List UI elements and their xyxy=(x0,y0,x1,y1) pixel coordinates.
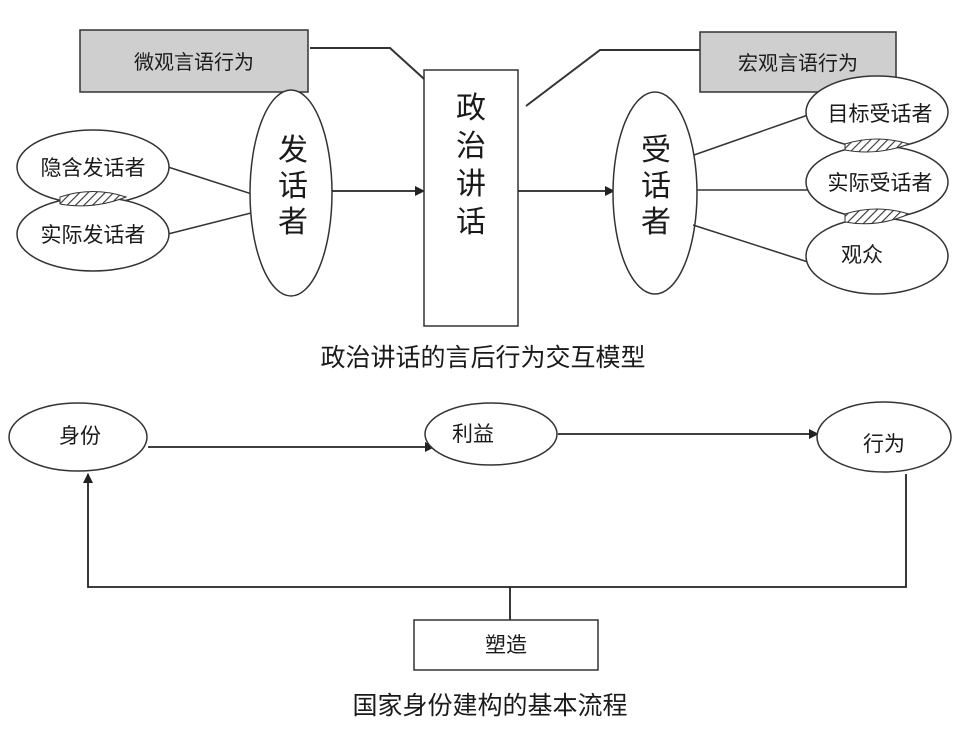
model-caption: 政治讲话的言后行为交互模型 xyxy=(320,343,645,372)
political-speech-node: 政治讲话 xyxy=(423,69,519,327)
interaction-model: 微观言语行为 宏观言语行为 隐含发话者 实际发话者 发话者 政治讲话 xyxy=(16,29,949,372)
implicit-speaker-label: 隐含发话者 xyxy=(41,156,146,180)
speaker-types: 隐含发话者 实际发话者 xyxy=(16,129,170,272)
shaping-label: 塑造 xyxy=(485,633,527,657)
feedback-loop-line xyxy=(83,473,907,588)
interest-node: 利益 xyxy=(424,402,558,466)
actual-receiver-label: 实际受话者 xyxy=(828,171,933,195)
audience-connector xyxy=(692,224,809,263)
receiver-overlap-hatch-2 xyxy=(844,208,911,225)
shaping-node: 塑造 xyxy=(413,619,599,671)
identity-node: 身份 xyxy=(8,402,148,472)
receiver-node: 受话者 xyxy=(612,91,698,295)
receiver-types: 目标受话者 实际受话者 观众 xyxy=(805,75,949,295)
identity-label: 身份 xyxy=(59,424,101,448)
speaker-overlap-hatch xyxy=(59,191,128,207)
implicit-speaker-connector xyxy=(167,166,256,196)
micro-speech-act-label: 微观言语行为 xyxy=(134,50,254,74)
receiver-label: 受话者 xyxy=(641,133,671,240)
actual-speaker-label: 实际发话者 xyxy=(41,223,146,247)
macro-connector xyxy=(525,49,700,107)
identity-flow: 身份 利益 行为 塑造 国家身份建构的基本流程 xyxy=(8,401,952,720)
macro-speech-act-label: 宏观言语行为 xyxy=(738,51,858,75)
audience-label: 观众 xyxy=(841,243,883,267)
actual-speaker-connector xyxy=(167,211,256,235)
behavior-node: 行为 xyxy=(816,401,952,473)
receiver-overlap-hatch-1 xyxy=(844,138,911,153)
speaker-label: 发话者 xyxy=(278,133,308,240)
interest-label: 利益 xyxy=(452,422,494,446)
political-speech-label: 政治讲话 xyxy=(456,91,486,240)
speaker-node: 发话者 xyxy=(249,89,333,297)
flow-caption: 国家身份建构的基本流程 xyxy=(352,691,627,720)
macro-speech-act-box: 宏观言语行为 xyxy=(699,31,897,93)
target-receiver-connector xyxy=(693,114,809,156)
target-receiver-label: 目标受话者 xyxy=(828,102,933,126)
behavior-label: 行为 xyxy=(863,432,905,456)
micro-speech-act-box: 微观言语行为 xyxy=(79,29,309,93)
